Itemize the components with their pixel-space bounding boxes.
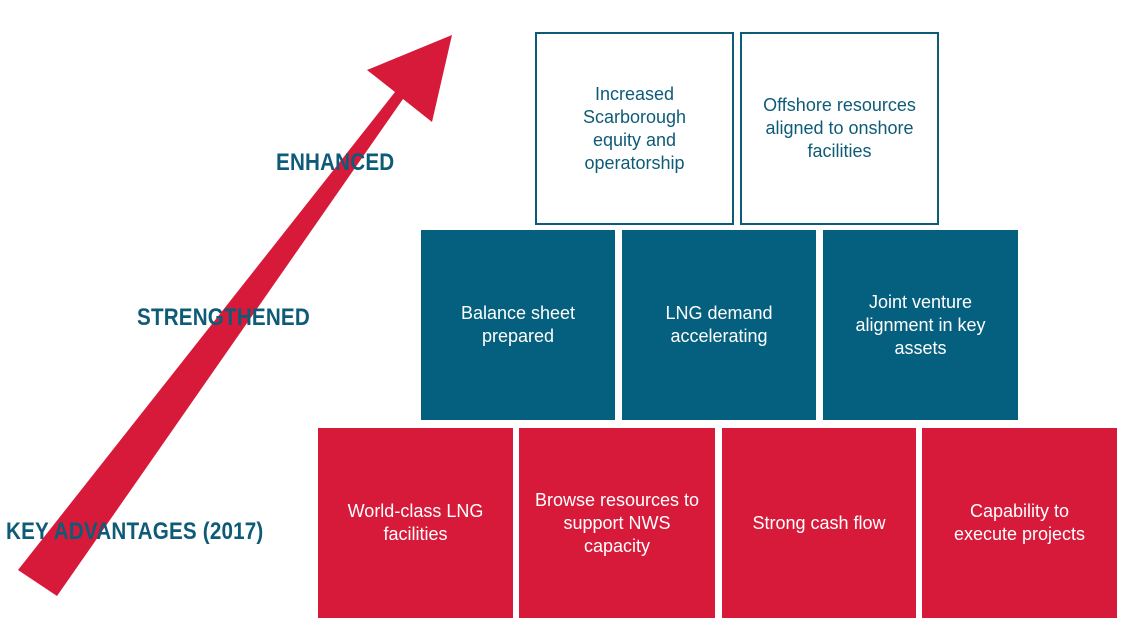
box-cash-flow: Strong cash flow (722, 428, 916, 618)
box-lng-demand: LNG demand accelerating (622, 230, 816, 420)
box-browse-resources: Browse resources to support NWS capacity (519, 428, 715, 618)
box-text: Offshore resources aligned to onshore fa… (763, 95, 916, 161)
box-scarborough-equity: Increased Scarborough equity and operato… (535, 32, 734, 225)
box-joint-venture: Joint venture alignment in key assets (823, 230, 1018, 420)
box-text: Increased Scarborough equity and operato… (582, 83, 687, 173)
box-text: Capability to execute projects (953, 501, 1086, 544)
box-execute-projects: Capability to execute projects (922, 428, 1117, 618)
box-text: Browse resources to support NWS capacity (534, 489, 700, 556)
box-offshore-resources: Offshore resources aligned to onshore fa… (740, 32, 939, 225)
box-lng-facilities: World-class LNG facilities (318, 428, 513, 618)
box-text: Balance sheet prepared (460, 303, 576, 346)
box-text: LNG demand accelerating (665, 303, 773, 346)
level-label-key-advantages: KEY ADVANTAGES (2017) (6, 518, 264, 545)
box-text: Joint venture alignment in key assets (855, 291, 986, 358)
box-text: Strong cash flow (752, 512, 886, 533)
box-balance-sheet: Balance sheet prepared (421, 230, 615, 420)
box-text: World-class LNG facilities (347, 501, 484, 544)
level-label-enhanced: ENHANCED (276, 149, 395, 176)
level-label-strengthened: STRENGTHENED (137, 304, 310, 331)
